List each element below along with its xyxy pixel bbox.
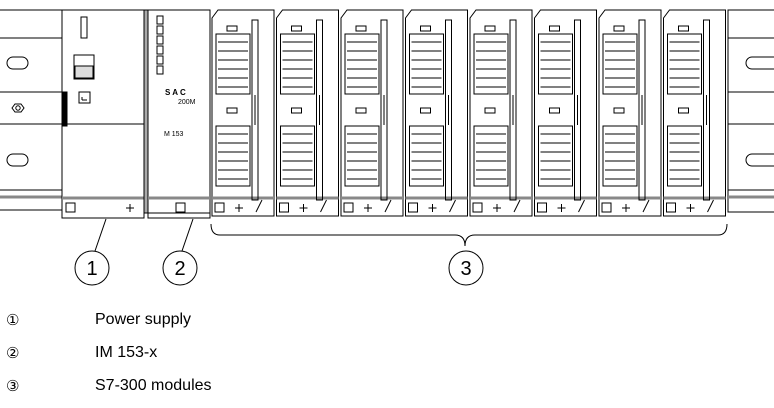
modules-bracket <box>210 223 728 247</box>
legend-symbol-1: ① <box>6 311 20 329</box>
rail-screw-icon <box>11 103 25 113</box>
im153-module: S A C 200M M 153 <box>143 9 211 219</box>
s7-module <box>211 9 275 217</box>
legend-item-3: ③ S7-300 modules <box>0 376 774 400</box>
s7-300-modules <box>211 9 726 217</box>
callout-1-number: 1 <box>86 258 97 280</box>
legend-item-2: ② IM 153-x <box>0 343 774 367</box>
module-label-line3: M 153 <box>164 131 184 138</box>
module-label-line1: S A C <box>165 88 186 97</box>
rail-right <box>727 9 774 213</box>
s7-module <box>534 9 597 217</box>
module-label-line2: 200M <box>178 99 196 106</box>
s7-module <box>598 9 662 217</box>
rail-left <box>0 9 63 211</box>
legend-symbol-2: ② <box>6 344 20 362</box>
callout-3-number: 3 <box>460 258 471 280</box>
s7-module <box>663 9 726 217</box>
legend-text-3: S7-300 modules <box>95 377 212 394</box>
hardware-diagram: S A C 200M M 153 1 2 3 <box>0 9 774 286</box>
callout-3: 3 <box>448 250 484 286</box>
legend-item-1: ① Power supply <box>0 310 774 334</box>
s7-module <box>405 9 468 217</box>
callout-leader-2 <box>181 218 194 252</box>
status-led-strip <box>156 15 164 75</box>
legend-text-1: Power supply <box>95 311 192 328</box>
power-supply-module <box>61 9 145 219</box>
s7-module <box>276 9 339 217</box>
callout-leader-1 <box>94 218 107 252</box>
callout-1: 1 <box>74 250 110 286</box>
s7-module <box>340 9 404 217</box>
s7-module <box>469 9 533 217</box>
legend-text-2: IM 153-x <box>95 344 158 361</box>
callout-2: 2 <box>162 250 198 286</box>
callout-2-number: 2 <box>174 258 185 280</box>
legend-symbol-3: ③ <box>6 377 20 395</box>
